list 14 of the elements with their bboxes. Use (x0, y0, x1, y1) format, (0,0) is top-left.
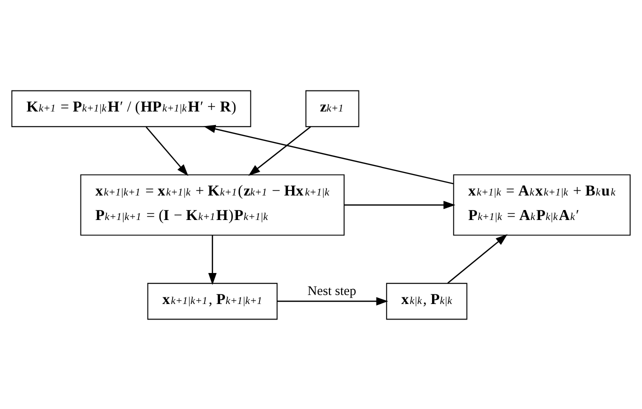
arrow (277, 296, 388, 305)
arrow (248, 126, 311, 176)
node-box: xk+1|k = Akxk+1|k + Bkuk Pk+1|k = AkPk|kAk′ (453, 174, 631, 236)
arrow (447, 234, 508, 284)
node-box: xk+1|k+1, Pk+1|k+1 (147, 282, 278, 320)
arrow (344, 200, 456, 209)
node-box: zk+1 (305, 90, 360, 127)
edge-label: Nest step (307, 282, 356, 298)
arrow (208, 234, 217, 284)
node-box: xk+1|k+1 = xk+1|k + Kk+1(zk+1 − Hxk+1|k Pk+1|k+1 = (I − Kk+1H)Pk+1|k (80, 174, 345, 236)
arrow (204, 124, 454, 184)
node-box: xk|k, Pk|k (386, 282, 468, 320)
arrow (146, 126, 188, 176)
node-box: Kk+1 = Pk+1|kH′ / (HPk+1|kH′ + R) (11, 90, 252, 127)
